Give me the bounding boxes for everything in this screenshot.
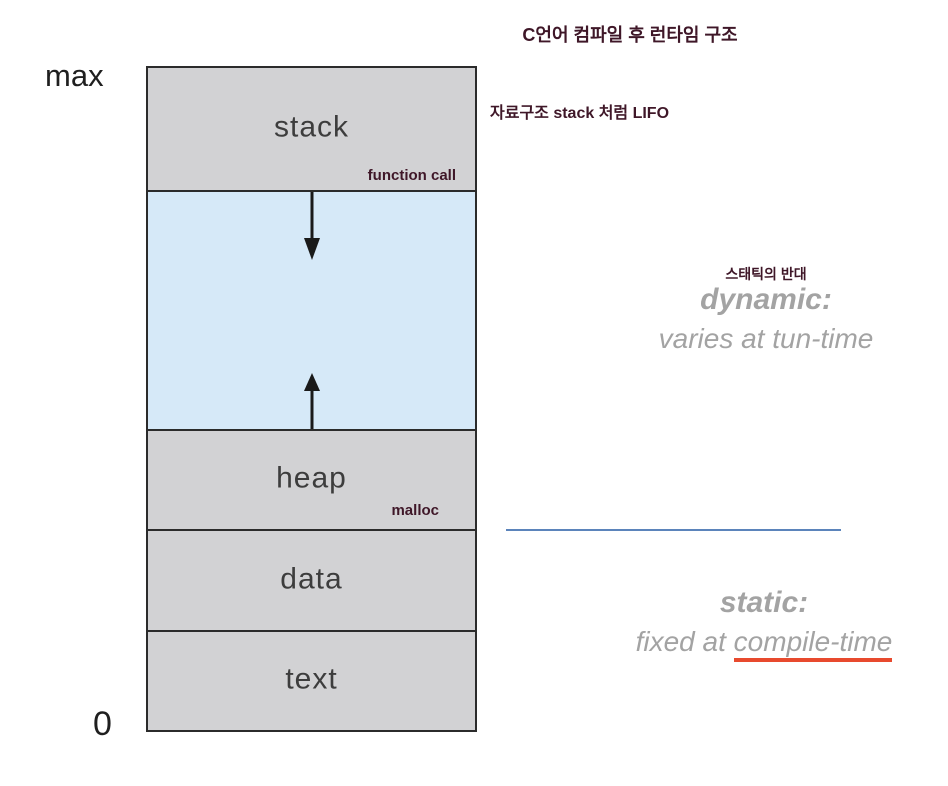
memory-layout-diagram: stack function call heap malloc data tex… (146, 66, 477, 732)
static-description-prefix: fixed at (635, 626, 734, 657)
segment-text-label: text (285, 662, 338, 696)
axis-min-label: 0 (93, 705, 112, 743)
stack-grow-down-arrow-icon (303, 192, 320, 260)
segment-heap-label: heap (276, 461, 347, 495)
segment-free-space (148, 192, 475, 431)
segment-stack-label: stack (273, 110, 350, 144)
segment-text: text (148, 632, 475, 730)
dynamic-korean-note: 스태틱의 반대 (725, 266, 807, 282)
axis-max-label: max (45, 58, 104, 93)
dynamic-description: varies at tun-time (658, 323, 874, 354)
segment-stack: stack function call (148, 68, 475, 192)
static-term: static: (719, 586, 809, 619)
dynamic-note-block: 스태틱의 반대 dynamic: varies at tun-time (576, 265, 948, 356)
heap-grow-up-arrow-icon (303, 373, 320, 429)
stack-lifo-note: 자료구조 stack 처럼 LIFO (490, 105, 670, 122)
page-title: C언어 컴파일 후 런타임 구조 (522, 25, 738, 45)
static-note-block: static: fixed at compile-time (574, 586, 948, 662)
function-call-note: function call (367, 167, 456, 184)
divider-line (506, 529, 841, 531)
dynamic-term: dynamic: (700, 283, 832, 316)
static-description-underlined: compile-time (733, 627, 893, 662)
segment-data-label: data (280, 562, 343, 596)
segment-data: data (148, 531, 475, 632)
segment-heap: heap malloc (148, 431, 475, 531)
malloc-note: malloc (391, 502, 439, 519)
static-description: fixed at compile-time (574, 625, 948, 662)
